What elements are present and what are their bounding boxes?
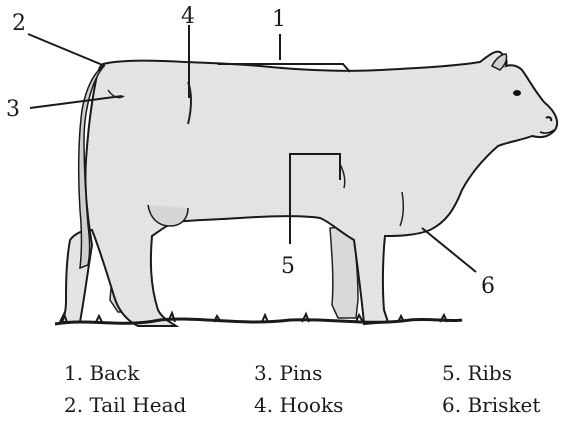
legend-item-brisket: 6. Brisket <box>442 393 540 417</box>
callout-number-4: 4 <box>181 4 195 29</box>
callout-number-1: 1 <box>272 7 286 32</box>
cow-eye <box>513 90 521 96</box>
legend-item-ribs: 5. Ribs <box>442 361 512 385</box>
legend-item-tail-head: 2. Tail Head <box>64 393 187 417</box>
callout-number-3: 3 <box>6 97 20 122</box>
callout-number-6: 6 <box>481 274 495 299</box>
legend: 1. Back 2. Tail Head 3. Pins 4. Hooks 5.… <box>64 361 540 417</box>
callout-number-2: 2 <box>12 11 26 36</box>
callout-line-tail-head <box>28 34 105 66</box>
ground-line <box>55 319 462 324</box>
legend-item-back: 1. Back <box>64 361 140 385</box>
callout-number-5: 5 <box>281 254 295 279</box>
legend-item-hooks: 4. Hooks <box>254 393 343 417</box>
legend-item-pins: 3. Pins <box>254 361 322 385</box>
callout-line-brisket <box>422 228 476 272</box>
